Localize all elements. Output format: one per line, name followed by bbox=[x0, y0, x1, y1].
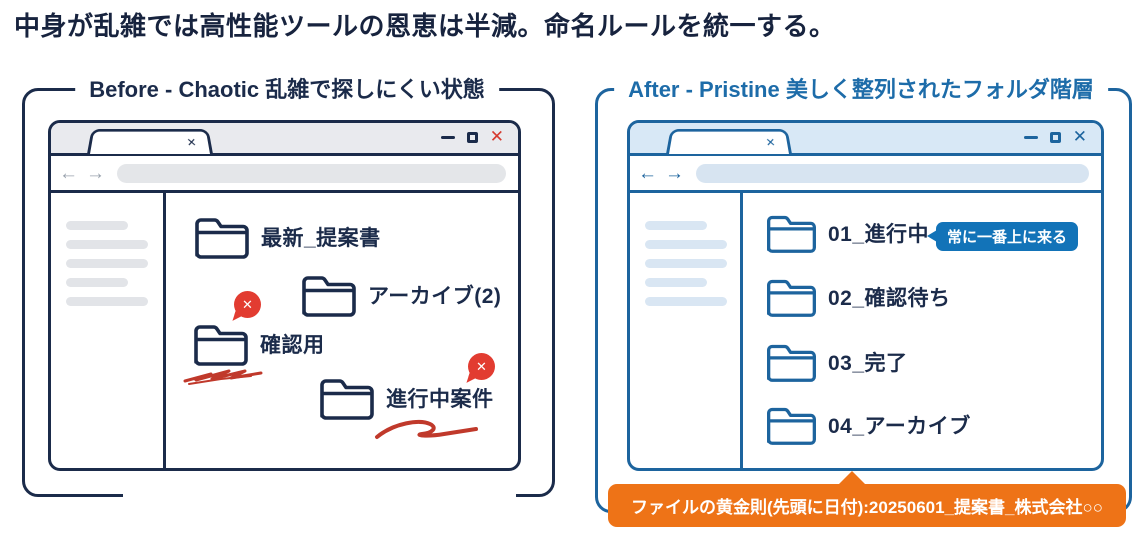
sidebar-placeholder-bar bbox=[645, 297, 727, 306]
tab-close-icon[interactable]: ✕ bbox=[185, 136, 198, 150]
sidebar-placeholder-bar bbox=[645, 278, 707, 287]
after-sidebar bbox=[630, 193, 743, 468]
forward-icon[interactable]: → bbox=[86, 162, 105, 184]
folder-icon bbox=[767, 279, 816, 317]
before-window-controls: ✕ bbox=[440, 127, 504, 146]
folder-item-chaotic-1[interactable]: 最新_提案書 bbox=[193, 213, 381, 261]
before-bracket-bottom-gap bbox=[123, 490, 516, 501]
red-scribble-underline bbox=[183, 369, 263, 385]
folder-label: 03_完了 bbox=[828, 352, 908, 375]
before-browser-window: ✕ ✕ ← → bbox=[48, 120, 521, 471]
folder-icon bbox=[767, 407, 816, 445]
after-toolbar: ← → bbox=[630, 156, 1101, 193]
folder-label: 01_進行中 bbox=[828, 223, 930, 246]
red-squiggle-underline bbox=[375, 419, 478, 439]
sidebar-placeholder-bar bbox=[66, 297, 148, 306]
sidebar-placeholder-bar bbox=[66, 221, 128, 230]
minimize-icon[interactable] bbox=[440, 135, 455, 139]
folder-icon bbox=[320, 379, 374, 420]
maximize-icon[interactable] bbox=[466, 131, 478, 143]
sidebar-placeholder-bar bbox=[645, 221, 707, 230]
after-window-controls: ✕ bbox=[1023, 127, 1087, 146]
after-tab-bar: ✕ ✕ bbox=[630, 123, 1101, 156]
sidebar-placeholder-bar bbox=[645, 259, 727, 268]
folder-icon bbox=[302, 276, 356, 317]
back-icon[interactable]: ← bbox=[638, 162, 657, 184]
close-icon[interactable]: ✕ bbox=[1072, 127, 1087, 146]
folder-item-pristine-2[interactable]: 02_確認待ち bbox=[765, 274, 951, 320]
folder-label: アーカイブ(2) bbox=[368, 285, 502, 308]
folder-item-pristine-3[interactable]: 03_完了 bbox=[765, 339, 908, 385]
after-content-area bbox=[630, 193, 1101, 468]
sidebar-placeholder-bar bbox=[66, 259, 148, 268]
sidebar-placeholder-bar bbox=[66, 278, 128, 287]
after-browser-window: ✕ ✕ ← → bbox=[627, 120, 1104, 471]
folder-item-chaotic-4[interactable]: 進行中案件 bbox=[318, 374, 494, 422]
page-title: 中身が乱雑では高性能ツールの恩恵は半減。命名ルールを統一する。 bbox=[14, 11, 836, 41]
folder-label: 確認用 bbox=[260, 334, 325, 357]
forward-icon[interactable]: → bbox=[665, 162, 684, 184]
folder-label: 進行中案件 bbox=[386, 388, 494, 411]
folder-icon bbox=[767, 215, 816, 253]
golden-rule-text: ファイルの黄金則(先頭に日付):20250601_提案書_株式会社○○ bbox=[630, 498, 1104, 517]
callout-badge: 常に一番上に来る bbox=[926, 222, 1079, 251]
before-panel-header: Before - Chaotic 乱雑で探しにくい状態 bbox=[75, 72, 499, 104]
folder-item-chaotic-2[interactable]: アーカイブ(2) bbox=[300, 271, 501, 319]
tab-close-icon[interactable]: ✕ bbox=[764, 136, 777, 150]
back-icon[interactable]: ← bbox=[59, 162, 78, 184]
before-browser-tab[interactable]: ✕ bbox=[87, 129, 213, 154]
minimize-icon[interactable] bbox=[1023, 135, 1038, 139]
folder-label: 最新_提案書 bbox=[261, 227, 381, 250]
before-tab-bar: ✕ ✕ bbox=[51, 123, 518, 156]
maximize-icon[interactable] bbox=[1049, 131, 1061, 143]
folder-icon bbox=[194, 325, 248, 366]
sidebar-placeholder-bar bbox=[645, 240, 727, 249]
close-icon[interactable]: ✕ bbox=[489, 127, 504, 146]
golden-rule-banner: ファイルの黄金則(先頭に日付):20250601_提案書_株式会社○○ bbox=[608, 471, 1126, 527]
after-panel-header: After - Pristine 美しく整列されたフォルダ階層 bbox=[614, 72, 1108, 104]
sidebar-placeholder-bar bbox=[66, 240, 148, 249]
before-content-area bbox=[51, 193, 518, 468]
before-sidebar bbox=[51, 193, 166, 468]
folder-label: 02_確認待ち bbox=[828, 287, 951, 310]
before-toolbar: ← → bbox=[51, 156, 518, 193]
error-badge-icon: ✕ bbox=[468, 353, 495, 380]
address-bar[interactable] bbox=[696, 163, 1089, 183]
address-bar[interactable] bbox=[117, 163, 506, 183]
folder-icon bbox=[195, 218, 249, 259]
folder-label: 04_アーカイブ bbox=[828, 415, 971, 438]
folder-item-pristine-4[interactable]: 04_アーカイブ bbox=[765, 402, 971, 448]
error-badge-icon: ✕ bbox=[234, 291, 261, 318]
folder-item-chaotic-3[interactable]: 確認用 bbox=[192, 320, 325, 368]
folder-icon bbox=[767, 344, 816, 382]
after-browser-tab[interactable]: ✕ bbox=[666, 129, 792, 154]
folder-item-pristine-1[interactable]: 01_進行中 bbox=[765, 210, 929, 256]
